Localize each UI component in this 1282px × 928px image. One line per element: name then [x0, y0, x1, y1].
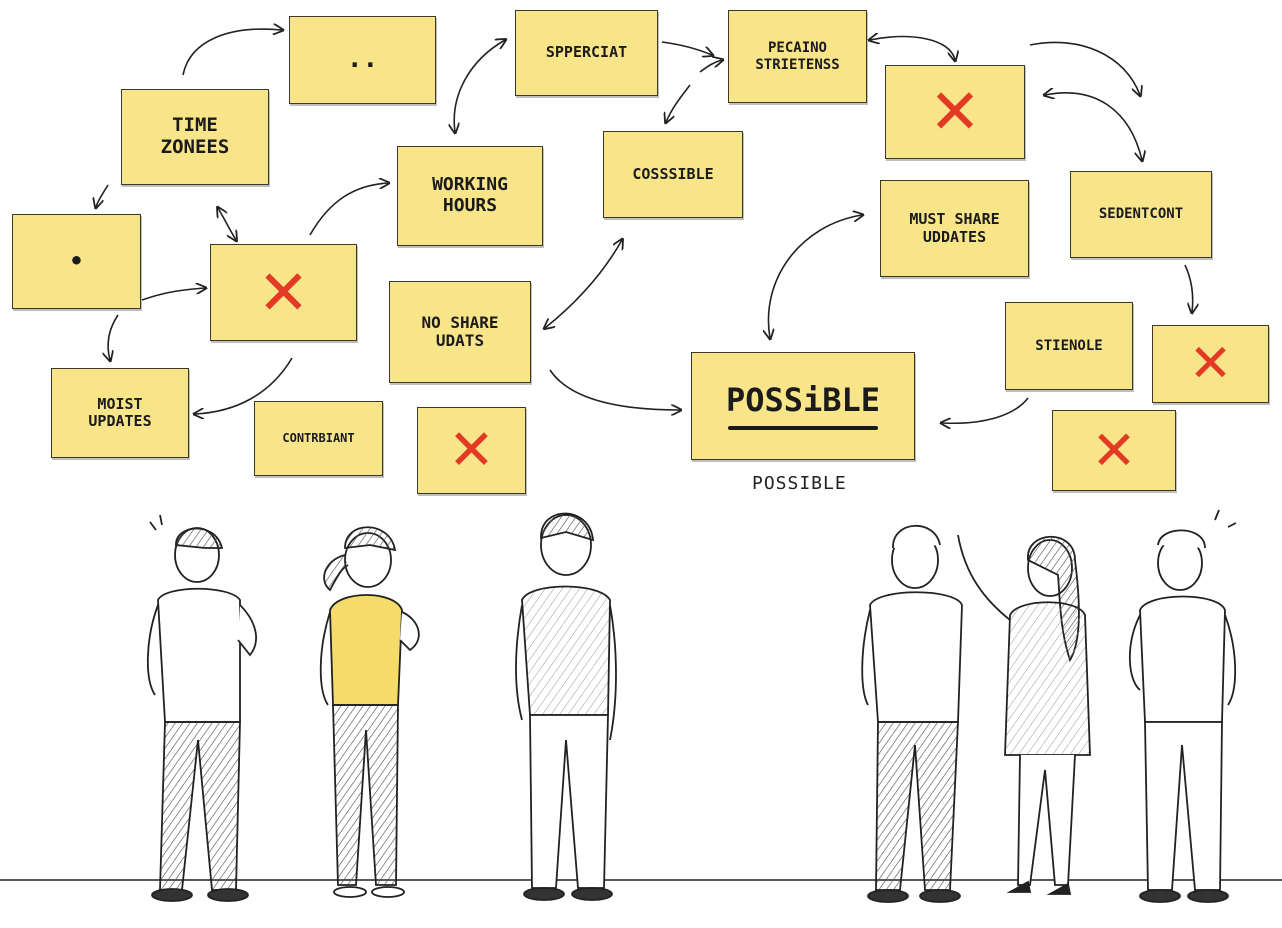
x-mark-icon: ✕ — [448, 417, 495, 483]
note-text: TIME ZONEES — [160, 114, 230, 158]
note-text: • — [69, 246, 84, 275]
person-6 — [1128, 509, 1237, 903]
sticky-note-x-left: ✕ — [210, 244, 357, 341]
sticky-note-working-hours: WORKING HOURS — [397, 146, 543, 246]
note-text: .. — [346, 44, 379, 75]
person-1 — [146, 514, 257, 902]
sticky-note-moist-updates: MOIST UPDATES — [51, 368, 189, 458]
note-text: NO SHARE UDATS — [421, 312, 499, 350]
note-text: COSSSIBLE — [632, 164, 714, 183]
sticky-note-spercat: SPPERCIAT — [515, 10, 658, 96]
sticky-note-dot: • — [12, 214, 141, 309]
sticky-note-no-share: NO SHARE UDATS — [389, 281, 531, 383]
sticky-note-contrbiant: CONTRBIANT — [254, 401, 383, 476]
sticky-note-time-zones: TIME ZONEES — [121, 89, 269, 185]
sticky-note-stienole: STIENOLE — [1005, 302, 1133, 390]
note-text: MUST SHARE UDDATES — [909, 210, 1000, 246]
sticky-note-x-right: ✕ — [1152, 325, 1269, 403]
person-3 — [515, 512, 617, 901]
possible-caption: POSSIBLE — [752, 473, 847, 494]
x-mark-icon: ✕ — [257, 255, 310, 329]
sticky-note-dots: .. — [289, 16, 436, 104]
sticky-note-x-top-right: ✕ — [885, 65, 1025, 159]
sticky-note-pecaino: PECAINO STRIETENSS — [728, 10, 867, 103]
arrow-connectors — [96, 29, 1193, 423]
note-text: CONTRBIANT — [282, 430, 355, 445]
sticky-note-x-bottom: ✕ — [417, 407, 526, 494]
note-text: MOIST UPDATES — [88, 394, 152, 430]
note-text: POSSiBLE — [725, 380, 881, 419]
x-mark-icon: ✕ — [1091, 418, 1137, 482]
underline-mark — [728, 426, 878, 431]
sticky-note-cossible: COSSSIBLE — [603, 131, 743, 218]
sticky-note-x-bottom-right: ✕ — [1052, 410, 1176, 491]
sticky-note-sedentcont: SEDENTCONT — [1070, 171, 1212, 258]
person-2 — [319, 526, 420, 898]
note-text: SEDENTCONT — [1098, 206, 1184, 223]
note-text: SPPERCIAT — [545, 43, 628, 62]
sticky-note-must-share: MUST SHARE UDDATES — [880, 180, 1029, 277]
person-5 — [957, 534, 1091, 895]
person-4 — [861, 524, 963, 903]
x-mark-icon: ✕ — [1188, 334, 1233, 394]
note-text: STIENOLE — [1035, 337, 1103, 354]
note-text: WORKING HOURS — [432, 174, 508, 216]
sticky-note-possible: POSSiBLE — [691, 352, 915, 460]
x-mark-icon: ✕ — [929, 75, 981, 148]
note-text: PECAINO STRIETENSS — [755, 40, 840, 73]
